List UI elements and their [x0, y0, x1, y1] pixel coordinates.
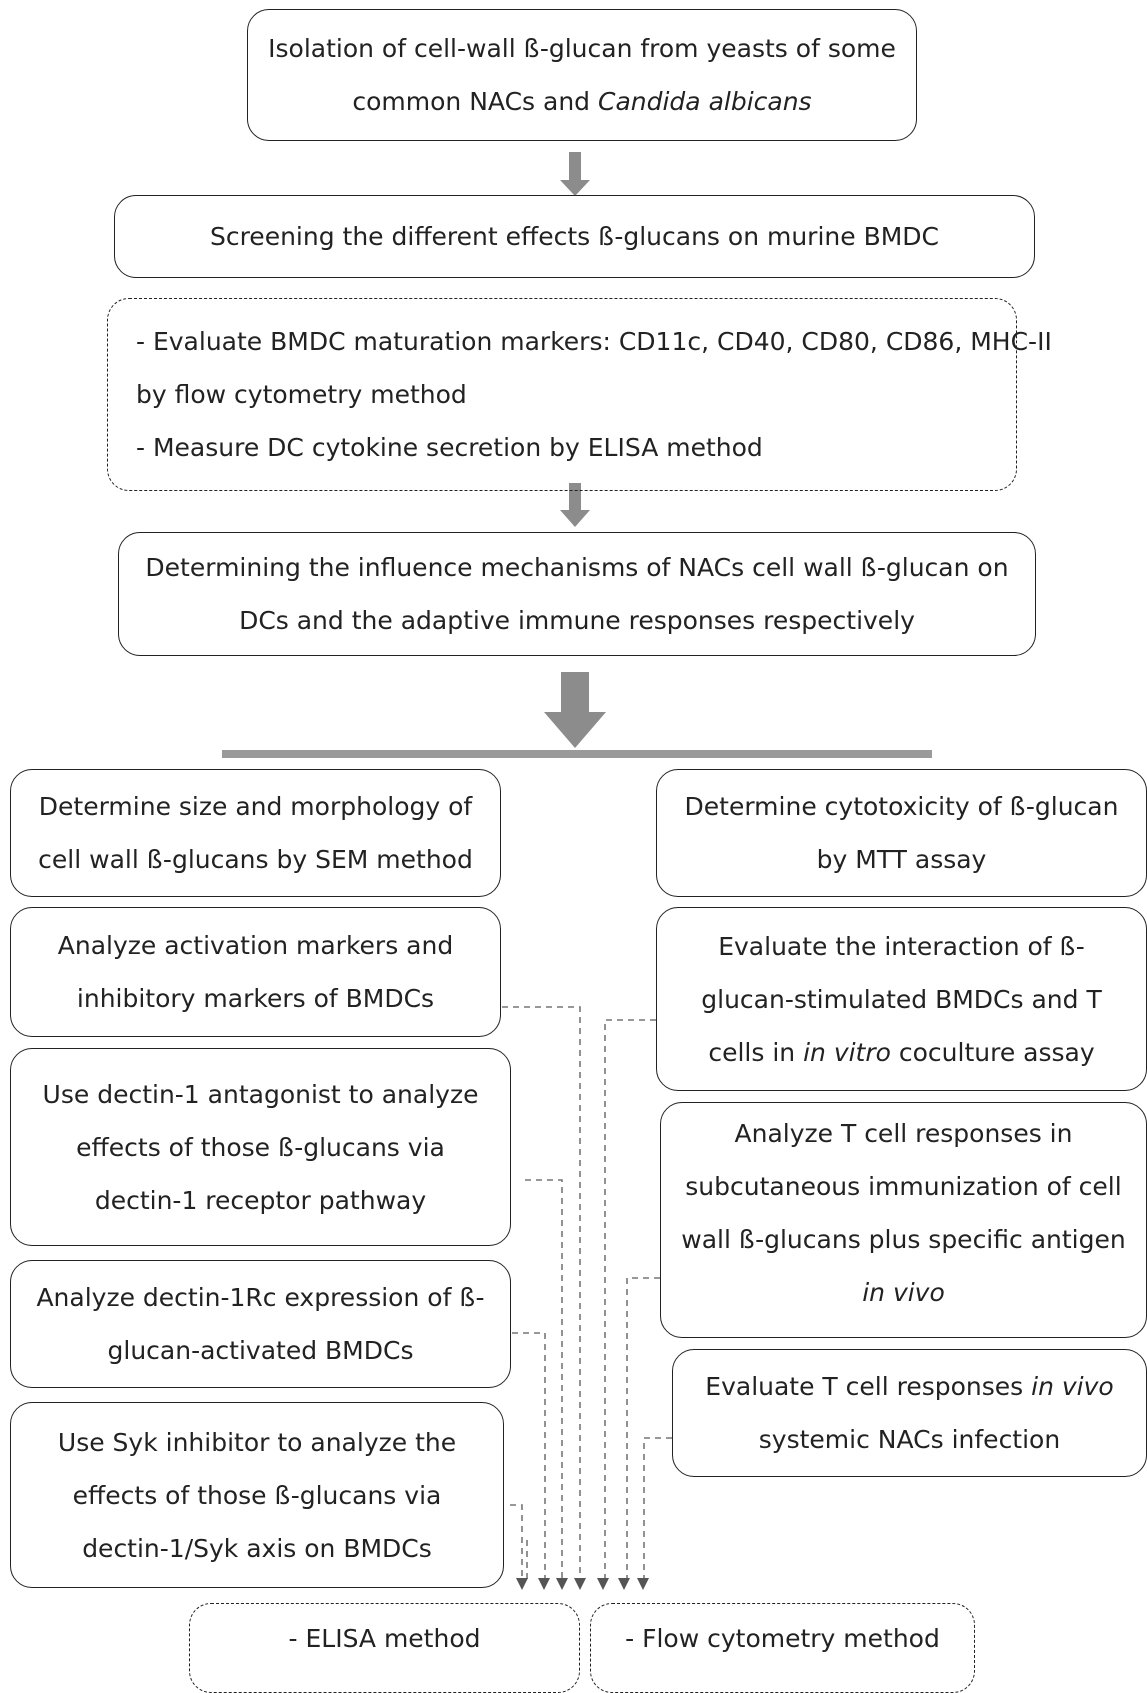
conn-interaction: [604, 1019, 656, 1582]
evaluate-tcell-line-1: Evaluate T cell responses in vivo: [705, 1360, 1113, 1413]
sem-line-1: Determine size and morphology of: [38, 792, 473, 821]
isolation-box: Isolation of cell-wall ß-glucan from yea…: [247, 9, 917, 141]
conn-evaluate-tcell: [643, 1437, 672, 1582]
evaluate-line-3: - Measure DC cytokine secretion by ELISA…: [136, 433, 763, 462]
arrowhead-5: [597, 1578, 609, 1590]
candida-albicans-text: Candida albicans: [598, 87, 812, 116]
conn-syk: [510, 1504, 523, 1582]
screening-box: Screening the different effects ß-glucan…: [114, 195, 1035, 278]
in-vivo-text-2: in vivo: [1031, 1372, 1114, 1401]
antagonist-line-3: dectin-1 receptor pathway: [94, 1185, 427, 1215]
sem-line-2: cell wall ß-glucans by SEM method: [38, 845, 473, 874]
interaction-line-3-a: cells in: [708, 1037, 804, 1067]
arrow-3: [544, 672, 606, 748]
interaction-line-3-b: coculture assay: [890, 1037, 1095, 1067]
dashed-connectors: [502, 1006, 672, 1582]
expression-line-2: glucan-activated BMDCs: [107, 1336, 414, 1365]
interaction-box: Evaluate the interaction of ß- glucan-st…: [656, 907, 1147, 1091]
arrow-1: [560, 152, 590, 196]
flow-text: - Flow cytometry method: [625, 1624, 940, 1653]
screening-text: Screening the different effects ß-glucan…: [209, 222, 940, 251]
cytotoxicity-line-1: Determine cytotoxicity of ß-glucan: [684, 792, 1119, 821]
conn-tcell: [626, 1277, 660, 1582]
determining-box: Determining the influence mechanisms of …: [118, 532, 1036, 656]
antagonist-line-1: Use dectin-1 antagonist to analyze: [42, 1079, 479, 1109]
determining-line-2: DCs and the adaptive immune responses re…: [239, 606, 915, 635]
arrowhead-4: [574, 1578, 586, 1590]
in-vivo-text: in vivo: [862, 1278, 945, 1307]
isolation-line-2: common NACs and Candida albicans: [352, 75, 811, 128]
evaluate-tcell-line-2: systemic NACs infection: [758, 1425, 1061, 1454]
arrowhead-6: [618, 1578, 630, 1590]
evaluate-line-2: by flow cytometry method: [136, 380, 467, 409]
tcell-immunization-box: Analyze T cell responses in subcutaneous…: [660, 1102, 1147, 1338]
arrowheads: [516, 1578, 649, 1590]
tcell-line-1: Analyze T cell responses in: [734, 1119, 1073, 1148]
tcell-line-2: subcutaneous immunization of cell: [685, 1172, 1122, 1201]
sem-box: Determine size and morphology of cell wa…: [10, 769, 501, 897]
flow-arrows: [544, 152, 606, 748]
flow-method-box: - Flow cytometry method: [590, 1603, 975, 1693]
expression-line-1: Analyze dectin-1Rc expression of ß-: [36, 1283, 485, 1312]
dectin-antagonist-box: Use dectin-1 antagonist to analyze effec…: [10, 1048, 511, 1246]
conn-dectin-expression: [512, 1332, 546, 1582]
arrowhead-2: [538, 1578, 550, 1590]
isolation-line-2-text: common NACs and: [352, 87, 598, 116]
tcell-line-3: wall ß-glucans plus specific antigen: [681, 1225, 1126, 1254]
evaluate-tcell-box: Evaluate T cell responses in vivo system…: [672, 1349, 1147, 1477]
syk-line-1: Use Syk inhibitor to analyze the: [57, 1427, 457, 1457]
elisa-method-box: - ELISA method: [189, 1603, 580, 1693]
syk-line-2: effects of those ß-glucans via: [72, 1480, 442, 1510]
antagonist-line-2: effects of those ß-glucans via: [76, 1132, 445, 1162]
interaction-line-2: glucan-stimulated BMDCs and T: [701, 984, 1102, 1014]
in-vitro-text: in vitro: [803, 1037, 891, 1067]
activation-line-2: inhibitory markers of BMDCs: [76, 984, 435, 1013]
interaction-line-1: Evaluate the interaction of ß-: [718, 931, 1085, 961]
evaluate-maturation-box: - Evaluate BMDC maturation markers: CD11…: [107, 298, 1052, 491]
arrowhead-3: [556, 1578, 568, 1590]
activation-markers-box: Analyze activation markers and inhibitor…: [10, 907, 501, 1037]
syk-inhibitor-box: Use Syk inhibitor to analyze the effects…: [10, 1402, 504, 1588]
interaction-line-3: cells in in vitro coculture assay: [708, 1026, 1094, 1079]
determining-line-1: Determining the influence mechanisms of …: [145, 553, 1009, 582]
isolation-line-1: Isolation of cell-wall ß-glucan from yea…: [268, 34, 896, 63]
evaluate-tcell-line-1-a: Evaluate T cell responses: [705, 1372, 1032, 1401]
conn-dectin-antagonist: [525, 1179, 563, 1582]
elisa-text: - ELISA method: [288, 1624, 481, 1653]
dectin-expression-box: Analyze dectin-1Rc expression of ß- gluc…: [10, 1260, 511, 1388]
evaluate-line-1: - Evaluate BMDC maturation markers: CD11…: [136, 327, 1052, 356]
cytotoxicity-box: Determine cytotoxicity of ß-glucan by MT…: [656, 769, 1147, 897]
activation-line-1: Analyze activation markers and: [57, 931, 454, 960]
arrow-2: [560, 483, 590, 527]
conn-activation: [502, 1006, 581, 1582]
arrowhead-1: [516, 1578, 528, 1590]
syk-line-3: dectin-1/Syk axis on BMDCs: [82, 1533, 432, 1563]
cytotoxicity-line-2: by MTT assay: [816, 845, 987, 874]
arrowhead-7: [637, 1578, 649, 1590]
